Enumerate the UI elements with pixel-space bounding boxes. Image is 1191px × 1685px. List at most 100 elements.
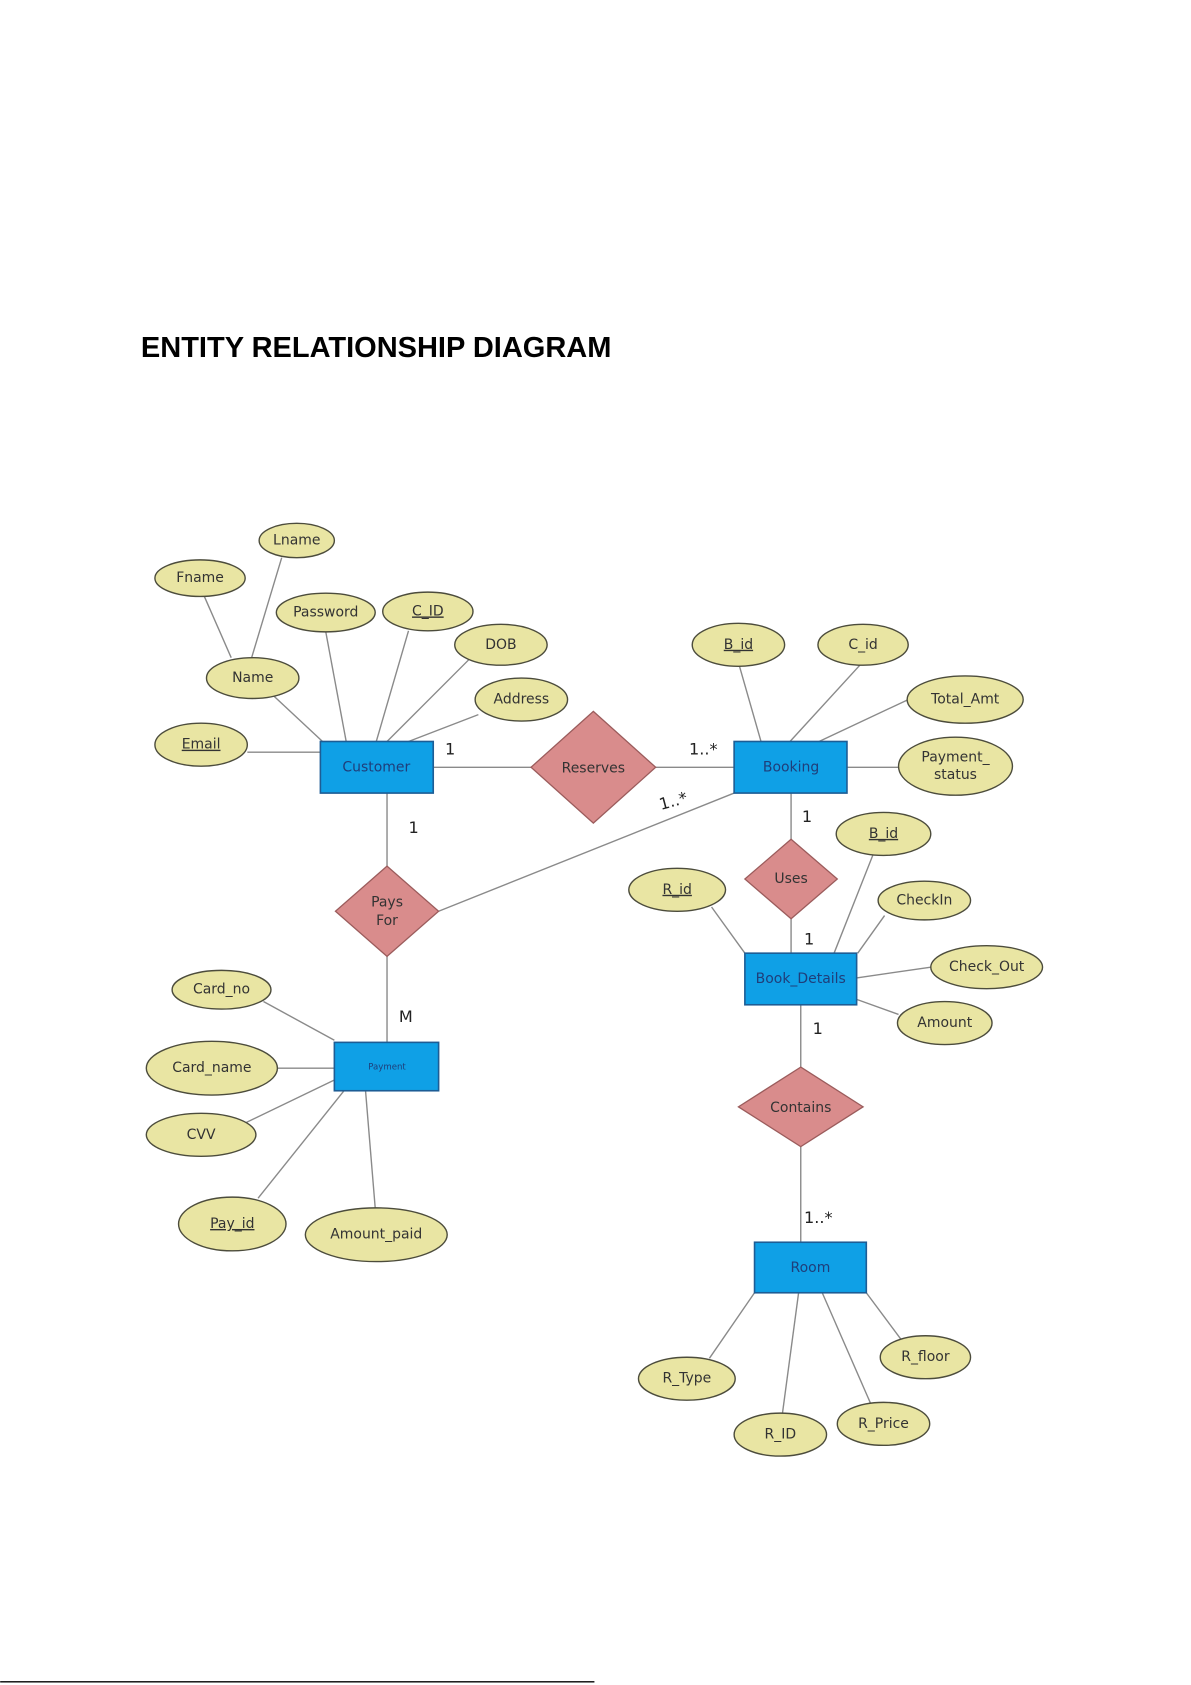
line-rid-room [781,1292,800,1414]
cardinality-contains-room: 1..* [804,1208,833,1227]
line-checkin-bookdetails [857,915,886,954]
line-rprice-room [821,1292,872,1404]
attribute-card-no: Card_no [171,969,272,1010]
attribute-label: Payment_ [921,750,990,766]
attribute-label: Amount [917,1015,972,1031]
line-name-fname [203,596,232,658]
cardinality-customer-paysfor: 1 [409,818,419,837]
cardinality-bookdetails-contains: 1 [813,1019,823,1038]
line-amountpaid-payment [364,1090,376,1208]
relationship-label: Uses [774,871,807,887]
entity-label: Booking [763,759,819,775]
cardinality-paysfor-payment: M [399,1007,413,1026]
attribute-label: CVV [187,1127,216,1143]
attribute-label: R_Price [858,1416,909,1432]
relationship-label: Reserves [562,760,625,776]
line-total-booking [818,698,909,743]
attribute-total-amt: Total_Amt [906,675,1024,724]
attribute-lname: Lname [258,522,336,559]
attribute-label: Address [494,692,550,708]
attribute-label: R_ID [765,1427,797,1443]
connectors [203,557,931,1414]
entity-label: Payment [368,1063,406,1073]
cardinality-customer-reserves: 1 [445,739,455,758]
entity-label: Book_Details [756,971,846,987]
line-bid-booking [738,666,762,742]
attribute-checkin: CheckIn [877,880,972,921]
relationship-contains: Contains [737,1066,865,1148]
line-rtype-room [708,1292,756,1359]
cardinality-uses-bookdetails: 1 [804,930,814,949]
attribute-label: R_id [662,882,691,898]
attribute-label: DOB [485,637,516,653]
attributes: Lname Fname Password C_ID DOB Name Addre… [145,522,1044,1457]
attribute-label: C_id [848,637,878,653]
entity-room: Room [753,1241,868,1294]
line-bid2-bookdetails [833,855,874,954]
attribute-label: Pay_id [210,1216,254,1232]
line-name-customer [273,695,324,742]
entity-payment: Payment [333,1041,440,1092]
attribute-label: Password [293,605,358,621]
attribute-label: Fname [176,570,224,586]
attribute-address: Address [474,677,569,722]
relationship-uses: Uses [743,838,839,920]
attribute-r-id-room: R_ID [733,1412,828,1457]
line-cid-customer [375,630,410,742]
attribute-label: C_ID [412,603,444,619]
attribute-label: Card_no [193,982,250,998]
attribute-label: B_id [869,826,898,842]
attribute-label: R_floor [901,1349,950,1365]
entity-book-details: Book_Details [744,952,858,1006]
line-name-lname [250,557,283,658]
line-amount-bookdetails [856,998,899,1016]
relationship-label: Contains [770,1100,831,1116]
line-address-customer [408,713,479,743]
attribute-amount: Amount [896,1000,993,1046]
attribute-amount-paid: Amount_paid [304,1207,448,1263]
attribute-c-id: C_id [817,623,909,666]
line-rid-bookdetails [710,906,746,954]
relationship-label: For [376,913,398,929]
line-cvv-payment [244,1079,335,1124]
attribute-label: B_id [724,637,753,653]
attribute-card-name: Card_name [145,1040,279,1096]
attribute-r-type: R_Type [637,1356,736,1401]
attribute-label: Name [232,670,273,686]
attribute-dob: DOB [454,623,548,666]
attribute-cvv: CVV [145,1112,257,1157]
relationship-label: Pays [371,895,403,911]
cardinality-booking-paysfor: 1..* [657,788,689,814]
attribute-fname: Fname [154,559,246,598]
cardinality-booking-uses: 1 [802,807,812,826]
entity-label: Customer [342,759,410,775]
attribute-pay-id: Pay_id [177,1196,287,1252]
line-checkout-bookdetails [856,966,931,979]
line-booking-paysfor [438,792,735,912]
line-cid-booking [789,664,861,742]
relationship-reserves: Reserves [530,710,657,825]
line-password-customer [325,631,347,742]
attribute-label: Check_Out [949,959,1025,975]
attribute-label: status [934,767,977,783]
attribute-label: Lname [273,533,320,549]
attribute-c-id-key: C_ID [382,591,474,632]
line-payid-payment [257,1090,345,1199]
entity-label: Room [791,1260,831,1276]
attribute-r-price: R_Price [836,1401,931,1447]
attribute-b-id: B_id [691,622,786,667]
attribute-label: R_Type [662,1371,711,1387]
attribute-label: Email [182,737,221,753]
page-title: ENTITY RELATIONSHIP DIAGRAM [141,332,611,364]
attribute-label: Card_name [172,1060,251,1076]
attribute-b-id-details: B_id [835,811,932,857]
relationship-pays-for: Pays For [334,865,440,958]
cardinality-labels: 1 1..* 1..* 1 M 1 1 1 1..* [399,739,833,1227]
attribute-email: Email [154,722,249,767]
attribute-name: Name [205,656,300,700]
attribute-check-out: Check_Out [930,944,1044,990]
attribute-r-id: R_id [628,867,727,912]
attribute-label: CheckIn [896,893,952,909]
attribute-label: Amount_paid [330,1227,422,1243]
